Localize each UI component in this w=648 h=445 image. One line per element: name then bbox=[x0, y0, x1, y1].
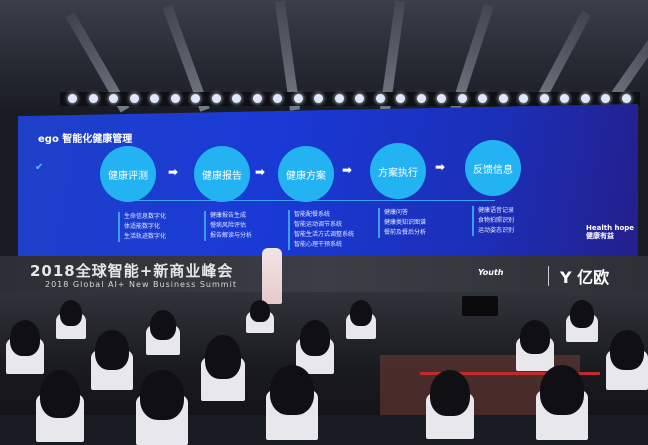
detail-item: 餐前及餐后分析 bbox=[384, 229, 427, 236]
detail-item: 生命信息数字化 bbox=[124, 213, 167, 220]
step-details: 健康报告生成 慢病风险评估 报告解读与分析 bbox=[204, 211, 252, 241]
step-circle: 健康报告 bbox=[194, 146, 250, 202]
stage-light bbox=[68, 94, 77, 103]
step-details: 生命信息数字化 体适能数字化 生活轨迹数字化 bbox=[118, 212, 166, 242]
logo-text-cn: 健康有益 bbox=[586, 232, 614, 240]
detail-item: 健康类知识图谱 bbox=[384, 219, 427, 226]
stage-light bbox=[293, 94, 303, 103]
stage-light bbox=[375, 94, 385, 103]
step-details: 健康语音记录 食物拍照识别 运动姿态识别 bbox=[472, 206, 514, 236]
stage-light bbox=[232, 94, 241, 103]
arrow-right-icon: ➡ bbox=[435, 160, 446, 174]
stage-light bbox=[314, 94, 323, 103]
organizer-logo: Y 亿欧 bbox=[560, 264, 609, 288]
summit-title: 2018全球智能+新商业峰会 bbox=[30, 262, 234, 280]
arrow-right-icon: ➡ bbox=[342, 163, 353, 177]
stage-light bbox=[355, 94, 364, 103]
ceiling bbox=[0, 0, 648, 105]
stage-light bbox=[191, 94, 200, 103]
stage-light bbox=[109, 94, 118, 103]
barrier-rope bbox=[420, 372, 600, 375]
audience-member bbox=[10, 320, 40, 356]
arrow-right-icon: ➡ bbox=[255, 165, 266, 179]
detail-item: 智能运动调节系统 bbox=[294, 221, 343, 228]
step-details: 智能配餐系统 智能运动调节系统 智能生活方式调整系统 智能心理干预系统 bbox=[288, 210, 354, 250]
summit-subtitle: 2018 Global AI+ New Business Summit bbox=[45, 280, 237, 289]
stage-light bbox=[498, 94, 508, 103]
stage-light bbox=[396, 94, 405, 103]
stage-light bbox=[580, 94, 590, 103]
stage-light bbox=[273, 94, 282, 103]
audience-member bbox=[610, 330, 644, 370]
audience-member bbox=[95, 330, 129, 370]
audience-member bbox=[300, 320, 330, 356]
audience-member bbox=[250, 300, 270, 322]
step-details: 健康问答 健康类知识图谱 餐前及餐后分析 bbox=[378, 208, 426, 238]
stage-light bbox=[519, 94, 528, 103]
sponsor-logo: Youth bbox=[478, 268, 504, 277]
detail-item: 体适能数字化 bbox=[124, 223, 161, 230]
logo-mark: Y bbox=[560, 268, 572, 287]
lighting-truss bbox=[60, 92, 640, 106]
summit-banner bbox=[0, 256, 648, 292]
stage-light bbox=[621, 94, 631, 103]
detail-item: 智能心理干预系统 bbox=[294, 241, 343, 248]
detail-item: 运动姿态识别 bbox=[478, 227, 515, 234]
detail-item: 健康语音记录 bbox=[478, 207, 515, 214]
stage-light bbox=[560, 94, 569, 103]
stage-monitor bbox=[462, 296, 498, 316]
logo-divider bbox=[548, 266, 549, 286]
audience-member bbox=[140, 370, 184, 420]
stage-light bbox=[170, 94, 180, 103]
detail-item: 报告解读与分析 bbox=[210, 232, 253, 239]
stage-light bbox=[601, 94, 610, 103]
audience-member bbox=[540, 365, 584, 415]
audience-member bbox=[150, 310, 176, 340]
audience-member bbox=[430, 370, 470, 416]
stage-light bbox=[150, 94, 159, 103]
stage-light bbox=[129, 94, 139, 103]
stage-light bbox=[416, 94, 426, 103]
stage-light bbox=[211, 94, 221, 103]
audience-member bbox=[350, 300, 372, 326]
healthhope-logo: Health hope 健康有益 bbox=[586, 224, 634, 240]
step-circle: 健康方案 bbox=[278, 146, 334, 202]
presenter bbox=[262, 248, 282, 304]
detail-item: 生活轨迹数字化 bbox=[124, 233, 167, 240]
stage-light bbox=[539, 94, 549, 103]
step-circle: 方案执行 bbox=[370, 143, 426, 199]
stage-light bbox=[457, 94, 467, 103]
stage-light bbox=[88, 94, 98, 103]
detail-item: 智能生活方式调整系统 bbox=[294, 231, 355, 238]
step-circle: 健康评测 bbox=[100, 146, 156, 202]
detail-item: 食物拍照识别 bbox=[478, 217, 515, 224]
arrow-right-icon: ➡ bbox=[168, 165, 179, 179]
stage-light bbox=[437, 94, 446, 103]
detail-item: 慢病风险评估 bbox=[210, 222, 247, 229]
detail-item: 智能配餐系统 bbox=[294, 211, 331, 218]
audience-member bbox=[520, 320, 550, 354]
check-icon: ✔ bbox=[35, 162, 44, 173]
audience-member bbox=[205, 335, 241, 379]
detail-item: 健康报告生成 bbox=[210, 212, 247, 219]
stage-light bbox=[334, 94, 344, 103]
stage-light bbox=[252, 94, 262, 103]
audience-member bbox=[60, 300, 82, 326]
step-circle: 反馈信息 bbox=[465, 140, 521, 196]
logo-text-en: Health hope bbox=[586, 224, 635, 232]
audience-member bbox=[40, 370, 80, 418]
detail-item: 健康问答 bbox=[384, 209, 409, 216]
logo-text: 亿欧 bbox=[577, 268, 610, 287]
stage-light bbox=[478, 94, 487, 103]
slide-title: ego 智能化健康管理 bbox=[38, 134, 133, 145]
audience-member bbox=[570, 300, 594, 328]
audience-member bbox=[270, 365, 314, 415]
